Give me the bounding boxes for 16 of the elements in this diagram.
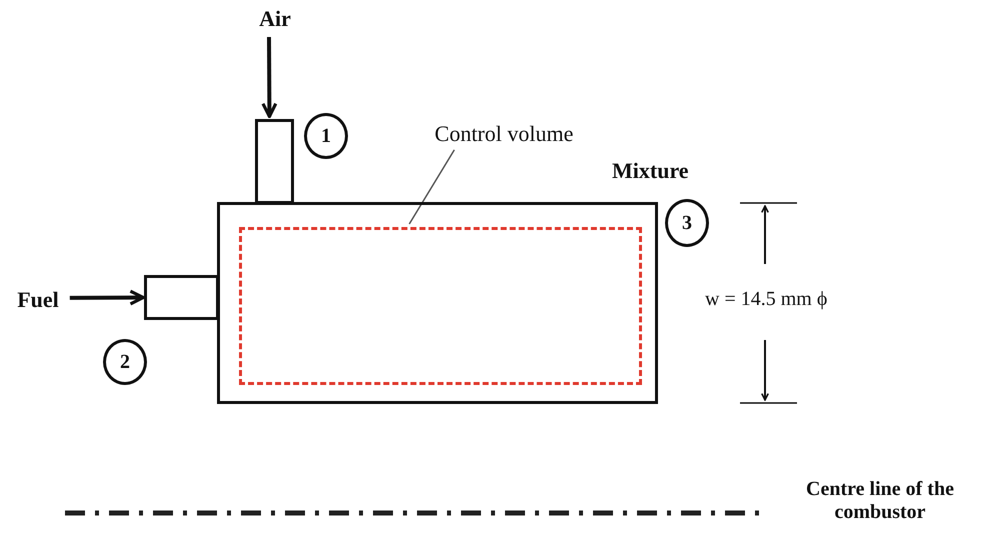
station-number: 2 (103, 339, 147, 385)
inlet-label: Air (250, 4, 300, 34)
arrow (261, 36, 278, 118)
centre-line-label: Centre line of the combustor (805, 478, 955, 524)
inlet-pipe (144, 275, 219, 320)
station-number: 3 (665, 199, 709, 247)
arrow (70, 290, 145, 306)
station-number: 1 (304, 113, 348, 159)
leader-line (408, 150, 455, 224)
outlet-label: Mixture (612, 158, 689, 184)
callout-text: Control volume (412, 119, 596, 149)
combustor-body (217, 202, 658, 404)
dimension-text: w = 14.5 mm ϕ (705, 288, 828, 311)
inlet-pipe (255, 119, 294, 204)
control-volume-boundary (239, 227, 642, 385)
inlet-label: Fuel (8, 285, 68, 315)
